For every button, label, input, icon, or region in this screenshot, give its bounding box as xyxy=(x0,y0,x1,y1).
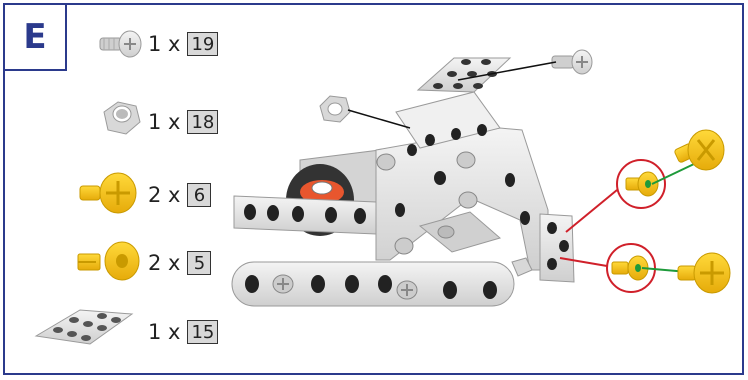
part-row-plate: 1 x 15 xyxy=(148,320,219,344)
yellow-screw-cross-icon xyxy=(79,172,137,214)
screw-guide-line xyxy=(457,61,557,81)
callout-line-bottom xyxy=(559,257,608,267)
nut-exploded xyxy=(319,95,351,123)
screw-icon xyxy=(99,30,142,58)
callout-circle-top xyxy=(616,159,666,209)
part-qty: 1 x xyxy=(148,320,181,344)
callout-line-top xyxy=(565,189,618,233)
part-row-yellow-screw: 2 x 6 xyxy=(148,183,212,207)
nut-icon xyxy=(103,101,141,135)
part-ref-number: 18 xyxy=(187,110,219,134)
top-plate-exploded xyxy=(416,57,512,93)
guide-line-top xyxy=(651,163,695,185)
part-row-yellow-connector: 2 x 5 xyxy=(148,251,212,275)
part-ref-number: 5 xyxy=(187,251,212,275)
yellow-screw-cross-icon xyxy=(677,252,731,294)
part-row-screw: 1 x 19 xyxy=(148,32,219,56)
yellow-connector-icon xyxy=(77,241,140,281)
part-qty: 2 x xyxy=(148,183,181,207)
perforated-plate-icon xyxy=(34,309,134,345)
callout-circle-bottom xyxy=(606,243,656,293)
step-badge: E xyxy=(3,3,67,71)
nut-guide-line xyxy=(347,109,411,129)
part-ref-number: 6 xyxy=(187,183,212,207)
step-label: E xyxy=(23,17,47,57)
model-assembly xyxy=(231,91,575,307)
part-qty: 1 x xyxy=(148,110,181,134)
screw-exploded xyxy=(551,49,593,75)
yellow-screw-cross-icon xyxy=(674,129,725,171)
part-ref-number: 15 xyxy=(187,320,219,344)
part-qty: 2 x xyxy=(148,251,181,275)
part-row-nut: 1 x 18 xyxy=(148,110,219,134)
part-ref-number: 19 xyxy=(187,32,219,56)
part-qty: 1 x xyxy=(148,32,181,56)
